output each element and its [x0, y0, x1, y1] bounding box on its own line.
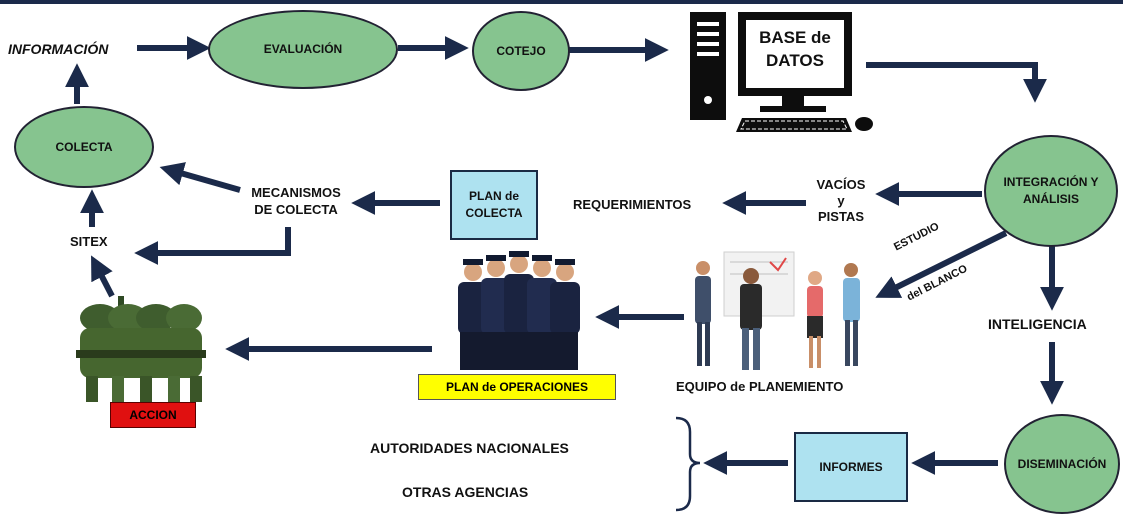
evaluacion-label: EVALUACIÓN	[263, 42, 343, 56]
arrow-integracion-equipo	[875, 230, 1008, 298]
soldiers-image	[76, 296, 206, 402]
arrow-accion-sitex	[91, 255, 115, 298]
mecanismos-line2: DE COLECTA	[254, 202, 338, 217]
top-rule	[0, 0, 1123, 4]
plan-operaciones-tag: PLAN de OPERACIONES	[418, 374, 616, 400]
base-datos-line2: DATOS	[766, 51, 824, 70]
inteligencia-label: INTELIGENCIA	[988, 316, 1087, 332]
plan-colecta-line2: COLECTA	[465, 206, 523, 220]
equipo-label: EQUIPO de PLANEMIENTO	[676, 379, 844, 394]
autoridades-label: AUTORIDADES NACIONALES	[370, 440, 569, 456]
informes-label: INFORMES	[819, 459, 883, 474]
cotejo-node: COTEJO	[472, 11, 570, 91]
police-officers-image	[458, 251, 580, 370]
mecanismos-line1: MECANISMOS	[251, 185, 341, 200]
sitex-label: SITEX	[70, 234, 108, 249]
cotejo-label: COTEJO	[496, 43, 546, 58]
accion-label: ACCION	[129, 408, 177, 422]
arrow-mecanismos-sitex	[134, 227, 291, 265]
otras-agencias-label: OTRAS AGENCIAS	[402, 484, 529, 500]
evaluacion-node: EVALUACIÓN	[208, 10, 398, 89]
mecanismos-label: MECANISMOS DE COLECTA	[242, 184, 350, 218]
diseminacion-label: DISEMINACIÓN	[1017, 456, 1107, 471]
computer-icon	[690, 12, 873, 132]
arrow-mecanismos-colecta	[159, 162, 241, 193]
arrow-base-integracion	[866, 62, 1047, 103]
vacios-line2: y	[837, 193, 845, 208]
vacios-label: VACÍOS y PISTAS	[806, 177, 876, 225]
plan-colecta-box: PLAN de COLECTA	[450, 170, 538, 240]
integracion-line2: ANÁLISIS	[1022, 192, 1079, 206]
integracion-line1: INTEGRACIÓN Y	[1003, 175, 1099, 189]
planning-team-image	[695, 251, 860, 370]
colecta-node: COLECTA	[14, 106, 154, 188]
base-datos-line1: BASE de	[759, 28, 831, 47]
accion-tag: ACCION	[110, 402, 196, 428]
requerimientos-label: REQUERIMIENTOS	[573, 197, 692, 212]
vacios-line1: VACÍOS	[816, 177, 866, 192]
colecta-label: COLECTA	[55, 139, 113, 154]
plan-colecta-line1: PLAN de	[468, 189, 519, 203]
integracion-node: INTEGRACIÓN Y ANÁLISIS	[984, 135, 1118, 247]
plan-operaciones-label: PLAN de OPERACIONES	[445, 380, 589, 394]
base-datos-label: BASE de DATOS	[752, 26, 838, 72]
informes-box: INFORMES	[794, 432, 908, 502]
recipients-bracket	[675, 416, 701, 512]
informacion-label: INFORMACIÓN	[8, 41, 109, 57]
diseminacion-node: DISEMINACIÓN	[1004, 414, 1120, 514]
vacios-line3: PISTAS	[818, 209, 864, 224]
